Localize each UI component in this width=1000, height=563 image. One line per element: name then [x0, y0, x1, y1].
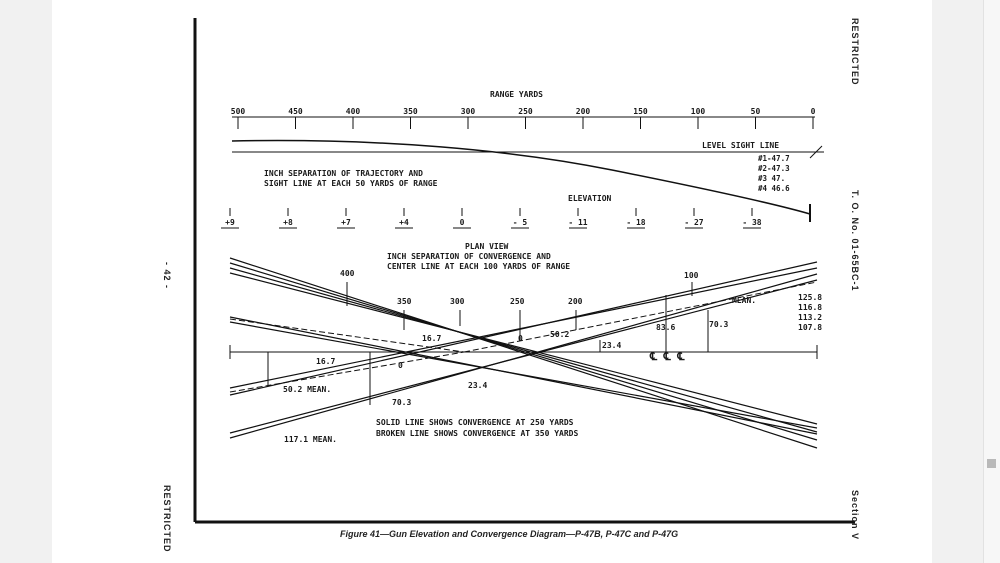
range-title: RANGE YARDS: [490, 90, 543, 99]
label-400: 400: [340, 269, 355, 278]
range-tick-label: 300: [461, 107, 476, 116]
scrollbar-thumb[interactable]: [987, 459, 996, 468]
broken-convergence-lines: [229, 281, 818, 393]
inch-sep-line1: INCH SEPARATION OF TRAJECTORY AND: [264, 169, 423, 178]
label-250: 250: [510, 297, 525, 306]
gun-3: #3 47.: [758, 174, 785, 183]
range-tick-label: 150: [633, 107, 648, 116]
inch-sep-line2: SIGHT LINE AT EACH 50 YARDS OF RANGE: [264, 179, 438, 188]
note-broken: BROKEN LINE SHOWS CONVERGENCE AT 350 YAR…: [376, 429, 578, 438]
header-restricted: RESTRICTED: [850, 18, 860, 86]
range-tick-label: 200: [576, 107, 591, 116]
page-number: - 42 -: [162, 262, 172, 290]
range-tick-label: 400: [346, 107, 361, 116]
elevation-tick-label: +8: [283, 218, 293, 227]
label-70-3-right: 70.3: [709, 320, 728, 329]
label-mean-right: MEAN.: [732, 296, 756, 305]
label-50-2: 50.2: [550, 330, 569, 339]
elevation-tick-label: - 18: [626, 218, 645, 227]
label-300: 300: [450, 297, 465, 306]
vertical-scrollbar[interactable]: [983, 0, 1000, 563]
label-107-8: 107.8: [798, 323, 822, 332]
trajectory-curve: [231, 139, 811, 215]
label-83-6: 83.6: [656, 323, 675, 332]
plan-view-sub1: INCH SEPARATION OF CONVERGENCE AND: [387, 252, 551, 261]
range-tick-label: 50: [751, 107, 761, 116]
plan-view-title: PLAN VIEW: [465, 242, 509, 251]
elevation-tick-label: - 5: [513, 218, 528, 227]
sight-line-mark: [809, 145, 823, 159]
label-zero-1: 0: [398, 361, 403, 370]
elevation-tick-label: 0: [460, 218, 465, 227]
note-solid: SOLID LINE SHOWS CONVERGENCE AT 250 YARD…: [376, 418, 574, 427]
elevation-tick-label: - 27: [684, 218, 703, 227]
elevation-tick-label: - 38: [742, 218, 761, 227]
gun-4: #4 46.6: [758, 184, 790, 193]
figure-caption: Figure 41—Gun Elevation and Convergence …: [340, 529, 679, 539]
range-tick-label: 350: [403, 107, 418, 116]
label-125-8: 125.8: [798, 293, 822, 302]
footer-restricted: RESTRICTED: [162, 485, 172, 553]
left-gutter: [0, 0, 52, 563]
level-sight-line-label: LEVEL SIGHT LINE: [702, 141, 779, 150]
label-116-8: 116.8: [798, 303, 822, 312]
label-zero-2: 0: [518, 334, 523, 343]
elevation-title: ELEVATION: [568, 194, 612, 203]
range-tick-label: 0: [811, 107, 816, 116]
elevation-ticks: +9 +8 +7 +4 0 - 5 - 11 - 18 - 27 - 38: [221, 208, 762, 229]
plan-view-sub2: CENTER LINE AT EACH 100 YARDS OF RANGE: [387, 262, 570, 271]
elevation-tick-label: +4: [399, 218, 409, 227]
label-16-7-upper: 16.7: [422, 334, 441, 343]
elevation-tick-label: +7: [341, 218, 351, 227]
label-100: 100: [684, 271, 699, 280]
elevation-tick-label: - 11: [568, 218, 587, 227]
label-23-4-lower: 23.4: [468, 381, 487, 390]
label-113-2: 113.2: [798, 313, 822, 322]
label-mean-left: 50.2 MEAN.: [283, 385, 331, 394]
section-label: Section V: [850, 490, 860, 541]
gun-2: #2-47.3: [758, 164, 790, 173]
label-350: 350: [397, 297, 412, 306]
convergence-lines: [229, 257, 818, 449]
elevation-tick-label: +9: [225, 218, 235, 227]
label-mean-left2: 117.1 MEAN.: [284, 435, 337, 444]
range-tick-label: 100: [691, 107, 706, 116]
label-200: 200: [568, 297, 583, 306]
range-tick-label: 450: [288, 107, 303, 116]
label-70-3-lower: 70.3: [392, 398, 411, 407]
range-tick-label: 250: [518, 107, 533, 116]
label-16-7-left: 16.7: [316, 357, 335, 366]
label-23-4-right: 23.4: [602, 341, 621, 350]
doc-number: T. O. No. 01-65BC-1: [850, 190, 860, 292]
centerline-symbols: ℄ ℄ ℄: [649, 350, 685, 363]
gun-1: #1-47.7: [758, 154, 790, 163]
range-tick-label: 500: [231, 107, 246, 116]
